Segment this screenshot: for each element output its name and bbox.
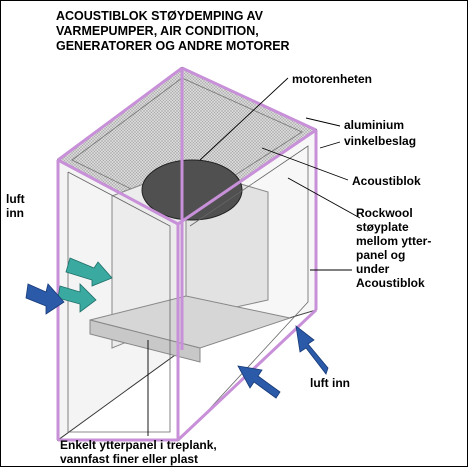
rockwool-line-4: panel og xyxy=(356,248,406,262)
label-rockwool: Rockwool støyplate mellom ytter- panel o… xyxy=(356,206,431,290)
title-line-3: GENERATORER OG ANDRE MOTORER xyxy=(56,39,290,53)
title-line-2: VARMEPUMPER, AIR CONDITION, xyxy=(56,24,259,38)
airflow-arrows-blue xyxy=(25,283,329,399)
label-aluminium: aluminium xyxy=(344,118,405,132)
rockwool-line-5: under xyxy=(356,262,390,276)
label-luft-inn-bottom: luft inn xyxy=(310,376,350,390)
label-outer-panel: Enkelt ytterpanel i treplank, vannfast f… xyxy=(60,438,217,466)
front-right-inner xyxy=(189,145,309,431)
front-left-inner xyxy=(67,171,171,433)
luft-inn-left-line-2: inn xyxy=(6,206,24,220)
airflow-arrows-teal xyxy=(57,257,113,313)
rockwool-line-6: Acoustiblok xyxy=(356,276,425,290)
label-luft-inn-left: luft inn xyxy=(6,192,25,220)
luft-inn-left-line-1: luft xyxy=(6,192,25,206)
label-vinkelbeslag: vinkelbeslag xyxy=(344,134,417,148)
motor-base-front xyxy=(89,319,201,363)
label-motorenheten: motorenheten xyxy=(292,72,373,86)
title-line-1: ACOUSTIBLOK STØYDEMPING AV xyxy=(56,9,263,23)
rockwool-line-3: mellom ytter- xyxy=(356,234,432,248)
rockwool-line-2: støyplate xyxy=(356,220,409,234)
diagram-title: ACOUSTIBLOK STØYDEMPING AV VARMEPUMPER, … xyxy=(56,9,290,54)
motor-fan xyxy=(141,159,243,221)
leader-lines xyxy=(147,77,361,436)
label-acoustiblok: Acoustiblok xyxy=(352,174,421,188)
outer-panel-line-1: Enkelt ytterpanel i treplank, xyxy=(60,438,217,452)
outer-panel-line-2: vannfast finer eller plast xyxy=(60,452,199,466)
rockwool-line-1: Rockwool xyxy=(356,206,413,220)
